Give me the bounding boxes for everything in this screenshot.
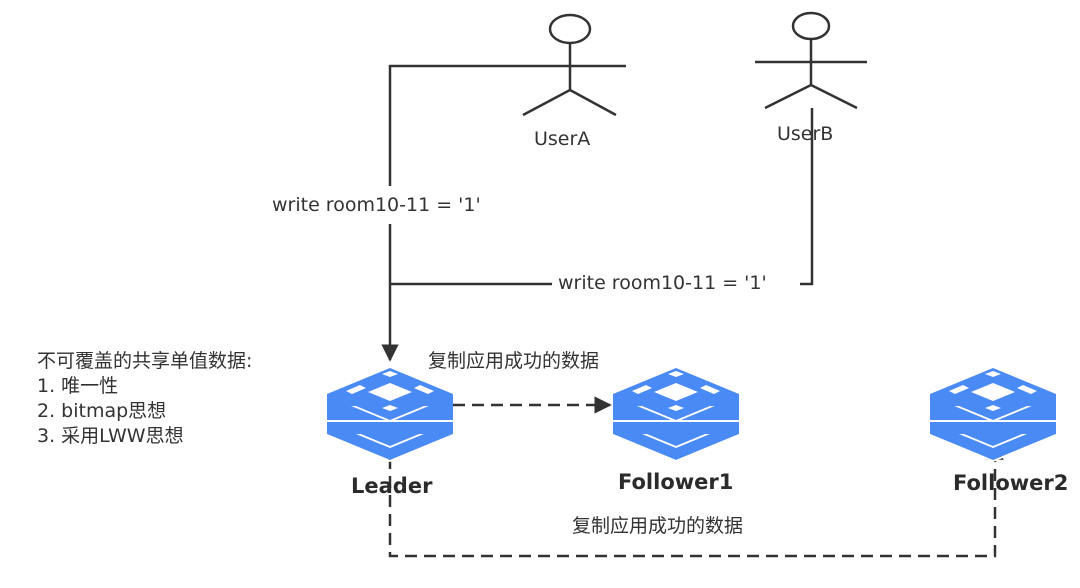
follower2-node-icon xyxy=(930,368,1056,462)
replicate-leader-follower2-arrow xyxy=(388,438,1004,558)
userb-write-connector xyxy=(390,108,814,286)
follower1-label: Follower1 xyxy=(618,470,734,494)
follower1-node-icon xyxy=(613,368,739,462)
userb-label: UserB xyxy=(777,123,834,145)
leader-node-icon xyxy=(327,368,453,462)
follower2-label: Follower2 xyxy=(953,471,1069,495)
note-item: 3. 采用LWW思想 xyxy=(37,425,184,447)
leader-label: Leader xyxy=(351,474,433,498)
usera-write-connector xyxy=(381,64,513,362)
note-item: 1. 唯一性 xyxy=(37,375,119,397)
note-title: 不可覆盖的共享单值数据: xyxy=(37,350,253,372)
actor-userb-icon xyxy=(755,11,867,110)
replicate-follower2-label: 复制应用成功的数据 xyxy=(572,515,744,537)
replicate-follower1-label: 复制应用成功的数据 xyxy=(428,350,600,372)
usera-label: UserA xyxy=(534,128,591,150)
usera-write-label: write room10-11 = '1' xyxy=(272,194,481,216)
note-block: 不可覆盖的共享单值数据: 1. 唯一性 2. bitmap思想 3. 采用LWW… xyxy=(37,349,252,449)
note-item: 2. bitmap思想 xyxy=(37,400,167,422)
userb-write-label: write room10-11 = '1' xyxy=(558,272,767,294)
actor-usera-icon xyxy=(513,13,626,117)
